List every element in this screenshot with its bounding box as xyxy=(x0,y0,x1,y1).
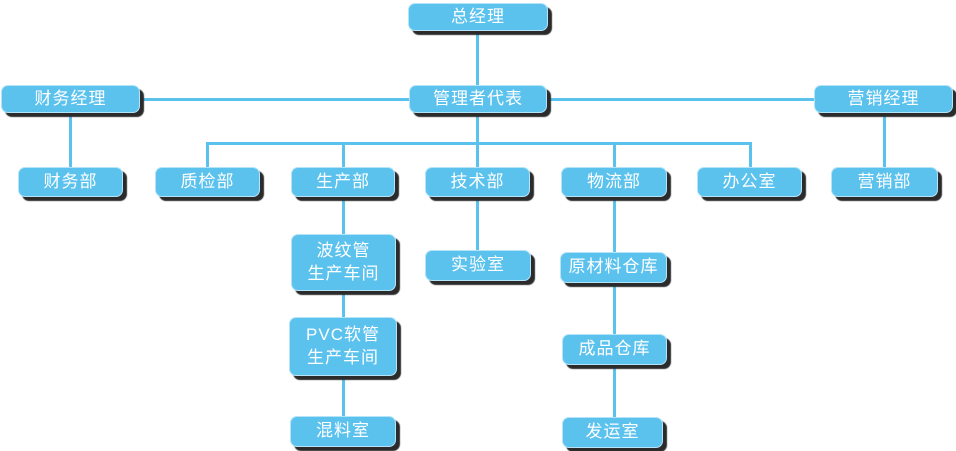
node-label: PVC软管 生产车间 xyxy=(306,324,380,367)
connector-gm-to-rep xyxy=(476,30,479,86)
connector-marketing-mgr-to-dept xyxy=(883,112,886,168)
connector-rep-to-marketing-mgr xyxy=(546,98,815,101)
node-technology-dept[interactable]: 技术部 xyxy=(425,167,530,197)
node-label: 成品仓库 xyxy=(578,339,651,359)
node-label: 原材料仓库 xyxy=(568,257,659,277)
connector-bus-to-production xyxy=(342,142,345,168)
node-label: 质检部 xyxy=(180,171,235,191)
node-label: 生产部 xyxy=(316,171,370,191)
node-mixing-room[interactable]: 混料室 xyxy=(290,416,396,447)
node-label: 财务经理 xyxy=(34,88,107,108)
node-quality-dept[interactable]: 质检部 xyxy=(155,167,260,197)
connector-rep-to-bus xyxy=(476,112,479,144)
node-production-dept[interactable]: 生产部 xyxy=(291,167,395,197)
node-finance-dept[interactable]: 财务部 xyxy=(18,167,123,197)
connector-finished-to-shipping xyxy=(613,364,616,418)
connector-technology-to-lab xyxy=(476,196,479,251)
node-shipping-room[interactable]: 发运室 xyxy=(562,417,663,448)
node-label: 实验室 xyxy=(451,255,505,275)
node-label: 总经理 xyxy=(451,6,505,26)
node-finished-goods-warehouse[interactable]: 成品仓库 xyxy=(562,334,667,365)
node-corrugated-workshop[interactable]: 波纹管 生产车间 xyxy=(291,234,396,291)
node-marketing-manager[interactable]: 营销经理 xyxy=(814,85,953,113)
node-label: 技术部 xyxy=(450,171,505,191)
node-label: 财务部 xyxy=(43,171,98,191)
node-label: 营销经理 xyxy=(847,88,920,108)
connector-bus-to-logistics xyxy=(613,142,616,168)
connector-bus-to-office xyxy=(749,142,752,168)
node-general-manager[interactable]: 总经理 xyxy=(408,3,548,31)
node-label: 物流部 xyxy=(587,171,641,191)
connector-production-to-corrugated xyxy=(342,196,345,235)
connector-bus-to-quality xyxy=(206,142,209,168)
node-label: 办公室 xyxy=(722,171,777,191)
node-finance-manager[interactable]: 财务经理 xyxy=(1,85,140,113)
connector-finance-mgr-to-dept xyxy=(69,112,72,168)
node-laboratory[interactable]: 实验室 xyxy=(425,250,531,281)
node-label: 管理者代表 xyxy=(433,88,523,108)
node-office[interactable]: 办公室 xyxy=(697,167,802,197)
node-pvc-hose-workshop[interactable]: PVC软管 生产车间 xyxy=(289,317,397,376)
node-management-rep[interactable]: 管理者代表 xyxy=(409,85,547,113)
connector-corrugated-to-pvc xyxy=(342,290,345,318)
connector-pvc-to-mixing xyxy=(342,375,345,417)
node-marketing-dept[interactable]: 营销部 xyxy=(831,167,938,197)
node-label: 发运室 xyxy=(585,422,640,442)
connector-bus-to-technology xyxy=(476,142,479,168)
node-label: 波纹管 生产车间 xyxy=(307,240,380,283)
node-label: 营销部 xyxy=(857,171,912,191)
connector-rep-to-finance-mgr xyxy=(140,98,410,101)
node-label: 混料室 xyxy=(316,421,370,441)
connector-raw-to-finished xyxy=(613,282,616,335)
node-raw-material-warehouse[interactable]: 原材料仓库 xyxy=(560,252,667,283)
connector-department-bus xyxy=(206,142,752,145)
node-logistics-dept[interactable]: 物流部 xyxy=(561,167,667,197)
connector-logistics-to-raw xyxy=(613,196,616,253)
